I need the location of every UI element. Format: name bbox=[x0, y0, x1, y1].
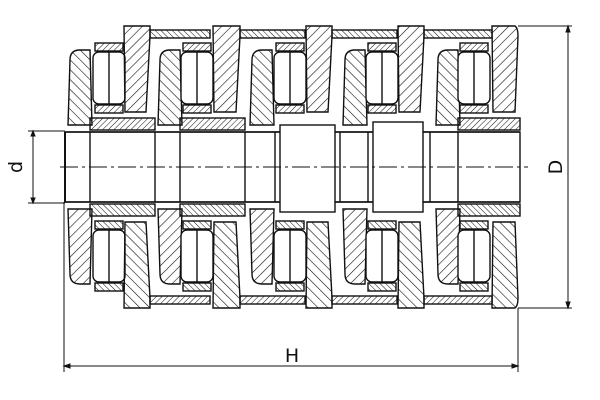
dimension-H: H bbox=[62, 202, 520, 372]
stage-upper-1 bbox=[67, 25, 156, 131]
stage-lower-5 bbox=[423, 203, 521, 309]
stage-lower-4 bbox=[331, 208, 425, 309]
stage-upper-3 bbox=[239, 25, 333, 126]
dimension-D: D bbox=[518, 24, 572, 310]
dimension-label-d: d bbox=[5, 161, 27, 173]
stage-lower-2 bbox=[149, 203, 246, 309]
stage-lower-3 bbox=[239, 208, 333, 309]
stage-upper-5 bbox=[423, 25, 521, 131]
dimension-label-D: D bbox=[545, 160, 567, 175]
dimension-label-H: H bbox=[285, 345, 299, 367]
dimension-d: d bbox=[5, 129, 65, 205]
stage-lower-1 bbox=[67, 203, 156, 309]
assembly bbox=[60, 25, 528, 309]
stage-upper-4 bbox=[331, 25, 425, 126]
stage-upper-2 bbox=[149, 25, 246, 131]
